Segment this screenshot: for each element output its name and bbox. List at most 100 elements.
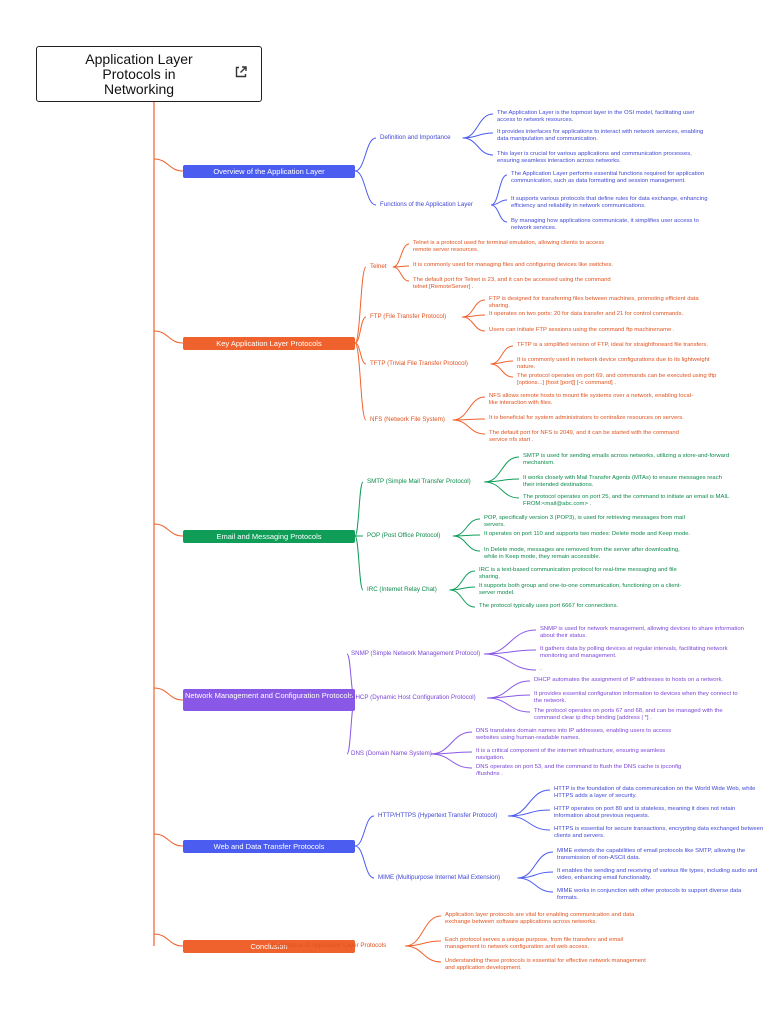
leaf-connector bbox=[452, 396, 486, 421]
subtopic-connector bbox=[354, 815, 375, 847]
leaf-connector bbox=[452, 518, 481, 537]
subtopic-node[interactable]: MIME (Multipurpose Internet Mail Extensi… bbox=[378, 874, 501, 881]
category-node[interactable]: Overview of the Application Layer bbox=[183, 164, 355, 178]
subtopic-node[interactable]: IRC (Internet Relay Chat) bbox=[367, 586, 437, 593]
leaf-node: MIME works in conjunction with other pro… bbox=[557, 888, 742, 901]
external-link-icon[interactable] bbox=[234, 65, 248, 79]
leaf-connector bbox=[462, 316, 486, 332]
leaf-connector bbox=[484, 456, 520, 483]
leaf-node: . bbox=[540, 666, 542, 672]
leaf-node: It is beneficial for system administrato… bbox=[489, 415, 684, 421]
leaf-node: SMTP is used for sending emails across n… bbox=[523, 453, 730, 466]
leaf-connector bbox=[452, 419, 486, 435]
leaf-node: HTTPS is essential for secure transactio… bbox=[554, 826, 764, 839]
leaf-connector bbox=[487, 694, 531, 699]
leaf-node: IRC is a text-based communication protoc… bbox=[479, 567, 677, 580]
leaf-node: In Delete mode, messages are removed fro… bbox=[484, 547, 680, 560]
leaf-node: It operates on two ports: 20 for data tr… bbox=[489, 311, 684, 317]
leaf-connector bbox=[490, 174, 508, 206]
leaf-connector bbox=[392, 266, 410, 282]
category-node[interactable]: Network Management and Configuration Pro… bbox=[183, 689, 355, 711]
leaf-connector bbox=[449, 586, 476, 591]
leaf-connector bbox=[517, 851, 554, 879]
subtopic-node[interactable]: SMTP (Simple Mail Transfer Protocol) bbox=[367, 478, 471, 485]
leaf-node: It gathers data by polling devices at re… bbox=[540, 646, 728, 659]
leaf-connector bbox=[462, 113, 494, 139]
subtopic-node[interactable]: HTTP/HTTPS (Hypertext Transfer Protocol) bbox=[378, 812, 498, 819]
leaf-node: The protocol operates on port 25, and th… bbox=[523, 494, 730, 507]
leaf-node: SNMP is used for network management, all… bbox=[540, 626, 744, 639]
subtopic-node[interactable]: TFTP (Trivial File Transfer Protocol) bbox=[370, 360, 468, 367]
leaf-connector bbox=[484, 629, 537, 655]
leaf-connector bbox=[449, 589, 476, 608]
leaf-node: DNS operates on port 53, and the command… bbox=[476, 764, 682, 777]
subtopic-connector bbox=[354, 316, 367, 344]
leaf-node: It is commonly used in network device co… bbox=[517, 357, 710, 370]
category-connector bbox=[153, 330, 184, 344]
subtopic-node[interactable]: Functions of the Application Layer bbox=[380, 201, 473, 208]
leaf-node: The protocol operates on ports 67 and 68… bbox=[534, 708, 723, 721]
leaf-node: The protocol typically uses port 6667 fo… bbox=[479, 603, 619, 609]
subtopic-connector bbox=[354, 170, 377, 206]
subtopic-connector bbox=[354, 845, 375, 879]
category-node[interactable]: Conclusion bbox=[183, 939, 355, 953]
leaf-node: NFS allows remote hosts to mount file sy… bbox=[489, 393, 693, 406]
category-node[interactable]: Web and Data Transfer Protocols bbox=[183, 839, 355, 853]
leaf-node: DNS translates domain names into IP addr… bbox=[476, 728, 672, 741]
leaf-node: It provides essential configuration info… bbox=[534, 691, 738, 704]
subtopic-node[interactable]: DNS (Domain Name System) bbox=[351, 750, 432, 757]
leaf-node: HTTP is the foundation of data communica… bbox=[554, 786, 756, 799]
category-connector bbox=[153, 687, 184, 701]
subtopic-node[interactable]: FTP (File Transfer Protocol) bbox=[370, 313, 447, 320]
category-node[interactable]: Key Application Layer Protocols bbox=[183, 336, 355, 350]
leaf-connector bbox=[484, 478, 520, 483]
category-connector bbox=[153, 833, 184, 847]
subtopic-node[interactable]: Telnet bbox=[370, 263, 387, 270]
leaf-node: Understanding these protocols is essenti… bbox=[445, 958, 646, 971]
subtopic-node[interactable]: NFS (Network File System) bbox=[370, 416, 445, 423]
leaf-connector bbox=[430, 731, 473, 755]
leaf-node: It enables the sending and receiving of … bbox=[557, 868, 758, 881]
subtopic-node[interactable]: SNMP (Simple Network Management Protocol… bbox=[351, 650, 481, 657]
leaf-connector bbox=[484, 653, 537, 671]
leaf-node: HTTP operates on port 80 and is stateles… bbox=[554, 806, 736, 819]
leaf-connector bbox=[487, 697, 531, 713]
leaf-node: Telnet is a protocol used for terminal e… bbox=[413, 240, 605, 253]
subtopic-connector bbox=[354, 266, 367, 344]
subtopic-node[interactable]: POP (Post Office Protocol) bbox=[367, 532, 441, 539]
root-title: Application Layer Protocols in Networkin… bbox=[85, 51, 193, 97]
leaf-node: Application layer protocols are vital fo… bbox=[445, 912, 635, 925]
leaf-node: The default port for Telnet is 23, and i… bbox=[413, 277, 611, 290]
category-node[interactable]: Email and Messaging Protocols bbox=[183, 529, 355, 543]
subtopic-node[interactable]: Definition and Importance bbox=[380, 134, 451, 141]
leaf-connector bbox=[507, 789, 551, 817]
subtopic-connector bbox=[354, 481, 364, 537]
subtopic-connector bbox=[354, 342, 367, 421]
leaf-node: It operates on port 110 and supports two… bbox=[484, 531, 691, 537]
leaf-node: POP, specifically version 3 (POP3), is u… bbox=[484, 515, 685, 528]
leaf-connector bbox=[462, 137, 494, 156]
leaf-node: The Application Layer performs essential… bbox=[511, 171, 705, 184]
subtopic-node[interactable]: DHCP (Dynamic Host Configuration Protoco… bbox=[351, 694, 476, 701]
leaf-node: It is a critical component of the intern… bbox=[476, 748, 666, 761]
leaf-connector bbox=[430, 753, 473, 769]
leaf-node: It supports both group and one-to-one co… bbox=[479, 583, 682, 596]
leaf-connector bbox=[507, 815, 551, 831]
leaf-node: It works closely with Mail Transfer Agen… bbox=[523, 475, 722, 488]
root-node[interactable]: Application Layer Protocols in Networkin… bbox=[36, 46, 262, 102]
category-connector bbox=[153, 933, 184, 947]
leaf-connector bbox=[405, 915, 442, 947]
leaf-connector bbox=[517, 877, 554, 893]
leaf-connector bbox=[490, 204, 508, 223]
subtopic-connector bbox=[354, 535, 364, 591]
subtopic-node[interactable]: Importance of Application Layer Protocol… bbox=[272, 942, 387, 949]
leaf-node: TFTP is a simplified version of FTP, ide… bbox=[517, 342, 708, 348]
leaf-connector bbox=[490, 360, 514, 365]
leaf-node: It is commonly used for managing files a… bbox=[413, 262, 614, 268]
leaf-connector bbox=[490, 363, 514, 378]
category-connector bbox=[153, 158, 184, 172]
leaf-node: Users can initiate FTP sessions using th… bbox=[489, 327, 675, 333]
leaf-connector bbox=[405, 945, 442, 963]
leaf-connector bbox=[484, 649, 537, 655]
